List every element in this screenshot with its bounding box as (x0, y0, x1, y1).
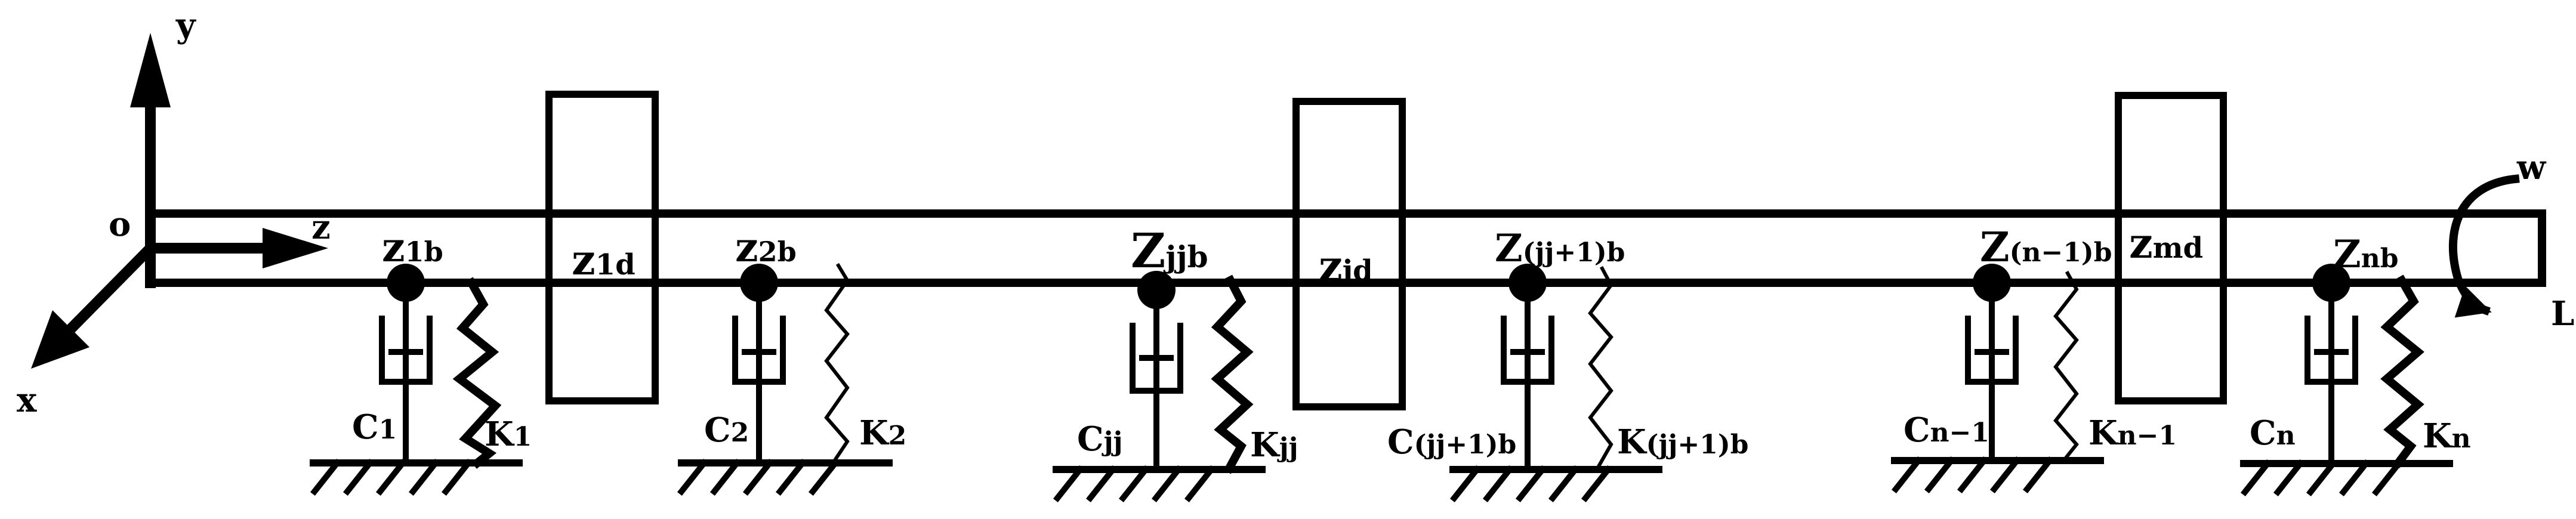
origin-label: o (109, 205, 131, 244)
spring-label: K1 (485, 415, 532, 454)
disk-1: z1d (545, 91, 659, 404)
spring-label: Kjj (1250, 425, 1298, 465)
bearing-node-label: Zjjb (1131, 223, 1208, 279)
ground-hatch (1891, 456, 2104, 494)
spring (452, 277, 502, 469)
damper (379, 280, 433, 466)
spring (1588, 265, 1614, 468)
damper-label: C1 (352, 407, 397, 447)
rotation-arrow: w (2448, 148, 2547, 318)
damper (1130, 287, 1183, 471)
y-axis-arrowhead (130, 33, 171, 107)
spring-label: K(jj+1)b (1617, 422, 1748, 462)
damper (1965, 280, 2019, 462)
shaft-length-label: L (2551, 294, 2574, 333)
spring (1211, 274, 1254, 474)
spring (2053, 270, 2079, 462)
damper (1501, 280, 1554, 471)
ground-hatch (310, 458, 523, 496)
x-axis-label: x (17, 381, 37, 420)
bearing-node-label: Znb (2333, 232, 2398, 277)
bearing-5: Z(n−1)b Cn−1 Kn−1 (1891, 224, 2177, 494)
bearing-6: Znb Cn Kn (2240, 232, 2471, 497)
bearing-3: Zjjb Cjj Kjj (1053, 223, 1298, 503)
ground-hatch (1449, 465, 1662, 503)
bearing-node-label: z1b (382, 224, 443, 271)
damper (2304, 280, 2358, 465)
spring-label: Kn (2423, 416, 2471, 456)
disk-body (545, 91, 659, 404)
disk-body (2115, 92, 2227, 404)
y-axis-label: y (175, 6, 196, 45)
bearing-2: z2b C2 K2 (677, 224, 906, 496)
bearing-node-label: Z(n−1)b (1980, 224, 2112, 271)
disk-label: zjd (1319, 241, 1373, 291)
bearing-node-label: Z(jj+1)b (1495, 226, 1625, 271)
ground-hatch (1053, 465, 1266, 503)
disk-3: zmd (2115, 92, 2227, 404)
spring-label: Kn−1 (2088, 413, 2177, 453)
damper-label: C2 (704, 410, 749, 450)
bearing-4: Z(jj+1)b C(jj+1)b K(jj+1)b (1387, 226, 1748, 503)
ground-hatch (2240, 459, 2453, 497)
disk-label: z1d (572, 235, 635, 285)
disk-body (1292, 98, 1406, 410)
damper-label: Cn−1 (1904, 410, 1989, 450)
bearing-node-label: z2b (735, 224, 797, 271)
bearing-1: z1b C1 K1 (310, 224, 532, 496)
z-axis-label: z (311, 208, 331, 247)
x-axis-arrow (58, 240, 158, 342)
damper-label: Cn (2250, 413, 2296, 453)
rotation-label: w (2516, 148, 2547, 187)
spring (824, 262, 850, 462)
ground-hatch (677, 458, 893, 496)
spring-label: K2 (859, 413, 906, 453)
damper (732, 280, 786, 466)
disk-2: zjd (1292, 98, 1406, 410)
disk-label: zmd (2129, 218, 2203, 268)
spring (2380, 274, 2424, 468)
x-axis-arrowhead (31, 310, 90, 369)
z-axis-arrowhead (263, 228, 328, 268)
damper-label: C(jj+1)b (1387, 422, 1516, 462)
damper-label: Cjj (1077, 419, 1122, 459)
coordinate-axes: y z x o (17, 6, 331, 420)
